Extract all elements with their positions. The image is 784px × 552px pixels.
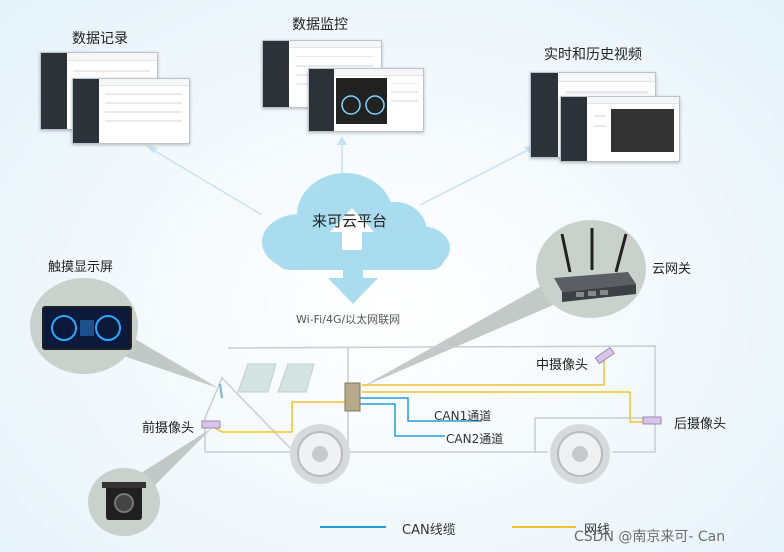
front-camera-part	[201, 420, 221, 429]
vehicle-window-front	[237, 363, 277, 393]
gateway-label: 云网关	[652, 262, 692, 277]
can1-label: CAN1通道	[434, 409, 492, 423]
legend-network-label: 网线	[584, 523, 611, 538]
gateway-circle	[536, 220, 646, 318]
rear-camera-label: 后摄像头	[674, 417, 727, 432]
touch-screen-circle	[30, 278, 138, 374]
data-record-label: 数据记录	[72, 31, 128, 47]
cloud-updown-arrow-icon	[330, 208, 374, 250]
can-cables	[360, 397, 482, 437]
can2-label: CAN2通道	[446, 432, 504, 446]
cloud-label: 来可云平台	[312, 212, 388, 230]
rear-wheel	[550, 424, 610, 484]
arrow-to-video	[419, 147, 533, 206]
front-wheel	[290, 424, 350, 484]
network-cables	[209, 360, 645, 433]
gateway-box	[344, 382, 361, 412]
touch-screen-label: 触摸显示屏	[48, 260, 114, 275]
rear-camera-part	[642, 416, 662, 425]
video-screen-front	[560, 96, 680, 162]
arrowhead-monitor	[337, 136, 347, 145]
monitor-screen-front	[308, 68, 424, 132]
record-screen-front	[72, 78, 190, 144]
gauge-icon	[341, 95, 385, 115]
pointer-touch-screen	[112, 330, 218, 388]
front-camera-label: 前摄像头	[142, 421, 195, 436]
router-icon	[554, 228, 636, 302]
middle-camera-part	[594, 346, 615, 365]
watermark-text: CSDN @南京来可- Can	[574, 529, 726, 545]
front-camera-circle	[88, 468, 160, 536]
middle-camera-label: 中摄像头	[536, 358, 589, 373]
video-label: 实时和历史视频	[544, 47, 642, 63]
network-label: Wi-Fi/4G/以太网联网	[296, 313, 401, 326]
vehicle-window-rear	[277, 363, 315, 393]
dashboard-gauges-icon	[51, 315, 121, 341]
cloud-shape	[262, 173, 450, 270]
cloud-down-arrow-icon	[328, 262, 378, 304]
arrow-to-record	[149, 147, 263, 216]
camera-icon	[102, 482, 146, 520]
touch-screen-device	[42, 306, 132, 350]
arrowhead-record	[146, 145, 158, 153]
legend-can-label: CAN线缆	[402, 523, 456, 538]
pointer-gateway	[360, 280, 565, 388]
windshield-stripe	[219, 383, 223, 399]
data-monitor-label: 数据监控	[292, 17, 348, 33]
